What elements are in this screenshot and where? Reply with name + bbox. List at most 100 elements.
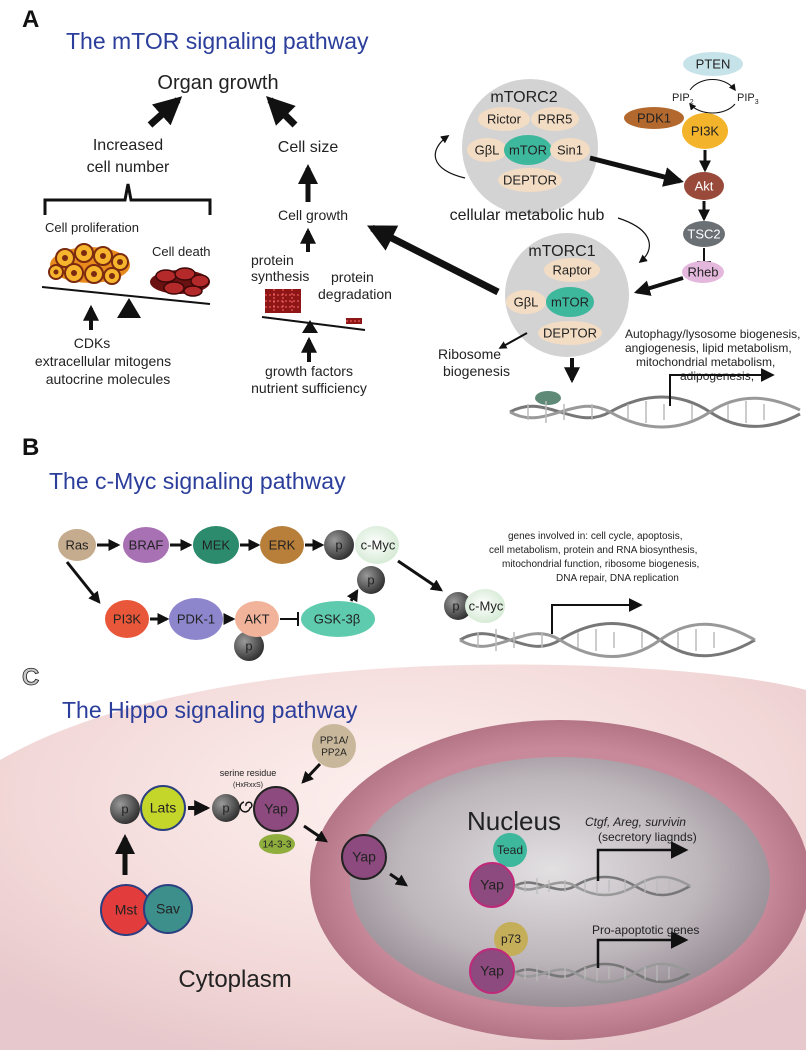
braf-label: BRAF: [129, 537, 164, 552]
targets-line-2: angiogenesis, lipid metabolism,: [625, 341, 792, 355]
akt-node-a: [684, 172, 724, 200]
lats-node: [140, 785, 186, 831]
panel-c-letter: C: [22, 664, 39, 691]
prr5-label: PRR5: [538, 111, 573, 126]
mtor-node-c2: [504, 135, 552, 165]
pdk1-node-a: [624, 107, 684, 129]
phospho-label-yap: p: [222, 800, 229, 815]
pp1a-label-2: PP2A: [321, 748, 347, 759]
phospho-label-gsk: p: [367, 572, 374, 587]
f1433-label: 14-3-3: [263, 840, 292, 851]
phospho-node-myc: [324, 530, 354, 560]
gbl-label-c1: GβL: [514, 294, 539, 309]
arrow-ras-to-pi3k: [65, 561, 101, 604]
transcription-factor-node: [535, 391, 561, 405]
phospho-node-lats: [110, 794, 140, 824]
protein-degradation-label-1: protein: [331, 269, 374, 285]
dna-helix-b: [459, 622, 756, 658]
cell-death-label: Cell death: [152, 244, 211, 259]
pip3-text: PIP: [737, 92, 755, 104]
arrow-cellsize-to-organ: [266, 96, 298, 128]
mtorc1-label: mTORC1: [528, 243, 595, 260]
ribosome-label-1: Ribosome: [438, 346, 501, 362]
mst-label: Mst: [115, 902, 138, 918]
cmyc-node-dna: [465, 589, 505, 623]
tead-node: [493, 833, 527, 867]
f1433-node: [259, 834, 295, 854]
rheb-label: Rheb: [687, 264, 718, 279]
gbl-label-c2: GβL: [475, 142, 500, 157]
arrow-yap-to-free-yap: [303, 824, 328, 843]
arrow-rheb-to-mtorc1: [633, 276, 684, 296]
raptor-node: [544, 258, 600, 282]
cmyc-label: c-Myc: [361, 537, 396, 552]
increased-label: Increased: [93, 137, 163, 154]
sin1-node: [550, 138, 590, 162]
phospho-label-dna: p: [452, 598, 459, 613]
deptor-node-c2: [498, 168, 562, 192]
phospho-node-dna: [444, 592, 472, 620]
cell-growth-label: Cell growth: [278, 207, 348, 223]
pten-node: [683, 52, 743, 76]
panel-c: C The Hippo signaling pathway Nucleus Cy…: [0, 664, 806, 1050]
erk-label: ERK: [269, 537, 296, 552]
arrow-yap-into-nucleus: [389, 872, 408, 887]
hub-arc-to-mtorc2: [434, 135, 466, 179]
autocrine-label: autocrine molecules: [46, 371, 171, 387]
pip2-subscript: 2: [690, 99, 694, 106]
ctgf-genes-label: Ctgf, Areg, survivin: [585, 815, 686, 829]
panel-a-title: The mTOR signaling pathway: [66, 28, 369, 54]
gbl-node-c2: [467, 138, 507, 162]
panel-c-title: The Hippo signaling pathway: [62, 697, 358, 723]
tead-label: Tead: [497, 843, 523, 857]
transcription-arrow-a: [669, 368, 775, 406]
panel-a-letter: A: [22, 6, 39, 33]
raptor-label: Raptor: [552, 262, 592, 277]
arrow-mtorc1-to-cellgrowth: [367, 224, 500, 296]
akt-label-b: AKT: [244, 611, 269, 626]
arrow-pp1a-to-yap: [301, 762, 322, 784]
cytoplasm-label: Cytoplasm: [178, 966, 291, 993]
yap-label-free: Yap: [352, 849, 376, 865]
cell-size-label: Cell size: [278, 139, 339, 156]
targets-line-3: mitochondrial metabolism,: [636, 355, 775, 369]
rictor-label: Rictor: [487, 111, 522, 126]
protein-degradation-label-2: degradation: [318, 286, 392, 302]
pdk1-node-b: [169, 598, 223, 640]
yap-node-free: [341, 834, 387, 880]
pip2-to-pip3-arrow: [689, 79, 736, 92]
pi3k-node-a: [682, 113, 728, 149]
ras-label: Ras: [65, 537, 89, 552]
protein-synthesis-label-1: protein: [251, 252, 294, 268]
prr5-node: [531, 107, 579, 131]
tsc2-label: TSC2: [687, 226, 720, 241]
proliferating-cells-image: [48, 243, 130, 285]
organ-growth-label: Organ growth: [157, 72, 278, 94]
p73-node: [494, 922, 528, 956]
metabolic-hub-label: cellular metabolic hub: [450, 207, 605, 224]
pi3k-label-a: PI3K: [691, 123, 720, 138]
cmyc-node: [355, 526, 399, 564]
ras-node: [58, 529, 96, 561]
deptor-label-c2: DEPTOR: [503, 172, 557, 187]
mek-label: MEK: [202, 537, 231, 552]
genes-line-1: genes involved in: cell cycle, apoptosis…: [508, 531, 683, 542]
rheb-node: [682, 261, 724, 283]
pip3-to-pip2-arrow: [689, 102, 736, 114]
panel-b-letter: B: [22, 434, 39, 461]
transcription-arrow-c2: [596, 931, 689, 968]
genes-line-4: DNA repair, DNA replication: [556, 573, 679, 584]
akt-label-a: Akt: [695, 178, 714, 193]
pip3-subscript: 3: [755, 99, 759, 106]
mek-node: [193, 526, 239, 564]
yap-label-p73: Yap: [480, 963, 504, 979]
genes-line-2: cell metabolism, protein and RNA biosynt…: [489, 545, 697, 556]
phospho-node-gsk: [357, 566, 385, 594]
serine-link-icon: [239, 801, 253, 813]
panel-a: A The mTOR signaling pathway Organ growt…: [22, 6, 801, 429]
mtor-label-c2: mTOR: [509, 142, 547, 157]
nucleus-label: Nucleus: [467, 806, 561, 836]
yap-label-cyto: Yap: [264, 801, 288, 817]
panel-b: B The c-Myc signaling pathway Ras BRAF M…: [22, 434, 756, 661]
